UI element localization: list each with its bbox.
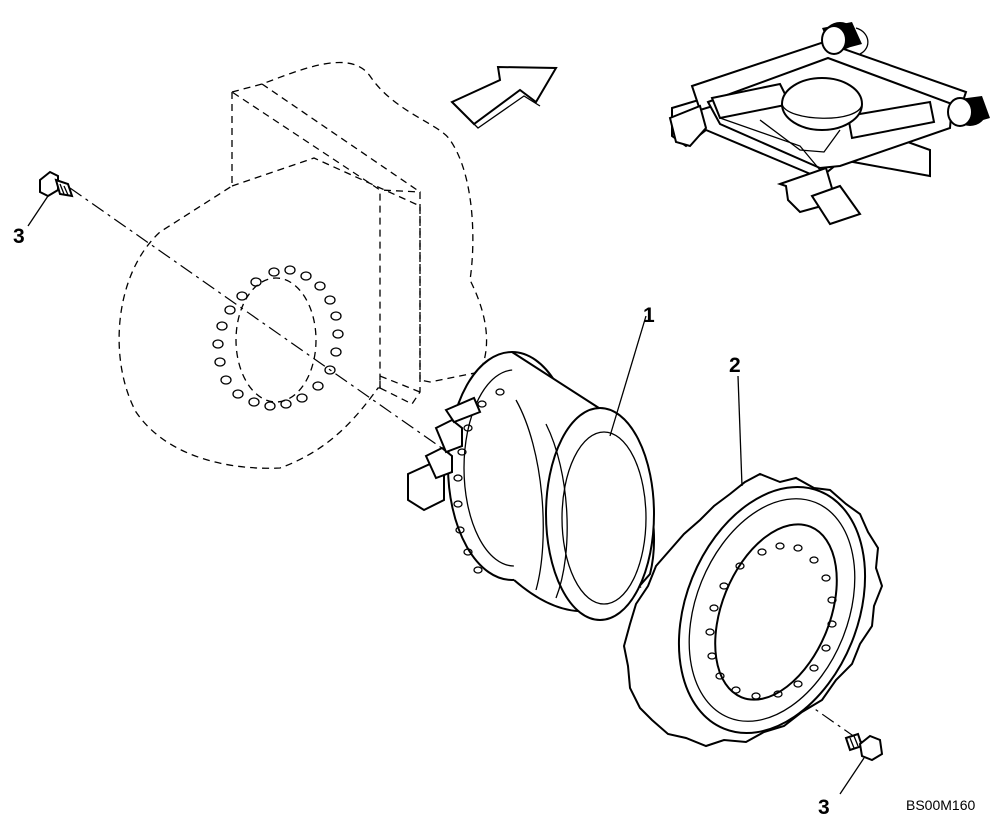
track-frame-outline: [118, 61, 488, 469]
callout-bolt-right: 3: [818, 796, 830, 819]
bolt-hole-ring: [212, 265, 344, 411]
callout-motor: 1: [643, 304, 655, 327]
callout-sprocket: 2: [729, 354, 741, 377]
callout-bolt-left: 3: [13, 225, 25, 248]
bolt-right: [839, 732, 884, 795]
undercarriage-frame-illustration: [668, 22, 990, 226]
direction-arrow: [450, 65, 558, 129]
travel-motor: [407, 315, 656, 621]
sprocket-bolt-holes: [705, 542, 837, 700]
sprocket: [622, 375, 884, 748]
bolt-left: [27, 170, 74, 227]
figure-code: BS00M160: [906, 797, 975, 813]
